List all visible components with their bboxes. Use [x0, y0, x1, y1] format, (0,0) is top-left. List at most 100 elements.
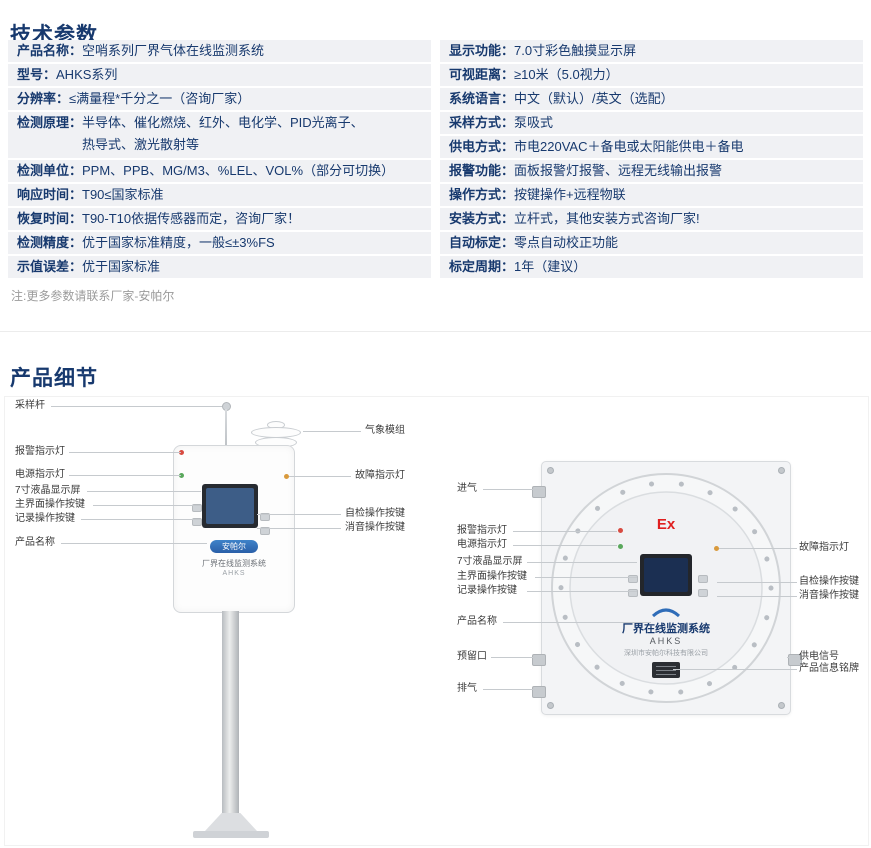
leader-line — [513, 545, 617, 546]
spec-value: 优于国家标准 — [82, 259, 161, 274]
callout-inlet: 进气 — [457, 483, 477, 494]
spec-table-left-column: 产品名称： 空哨系列厂界气体在线监测系统 型号： AHKS系列 分辨率： ≤满量… — [8, 40, 431, 280]
spec-label: 示值误差： — [17, 259, 83, 274]
spec-row-power-supply: 供电方式： 市电220VAC＋备电或太阳能供电＋备电 — [440, 136, 863, 158]
station-cabinet: 安帕尔 厂界在线监测系统 AHKS — [173, 445, 295, 613]
spec-row-detection-unit: 检测单位： PPM、PPB、MG/M3、%LEL、VOL%（部分可切换） — [8, 160, 431, 182]
callout-record-key: 记录操作按键 — [15, 513, 75, 524]
spec-value-line2: 热导式、激光散射等 — [82, 137, 200, 152]
callout-power-light: 电源指示灯 — [15, 469, 65, 480]
device-model: AHKS — [222, 570, 246, 577]
spec-row-recovery-time: 恢复时间： T90-T10依据传感器而定，咨询厂家！ — [8, 208, 431, 230]
callout-nameplate: 产品信息铭牌 — [799, 663, 859, 674]
corner-screw — [778, 702, 785, 709]
spec-label: 产品名称： — [17, 43, 83, 58]
leader-line — [717, 596, 797, 597]
spec-value: 1年（建议） — [514, 259, 587, 274]
ex-marking: Ex — [656, 516, 676, 533]
spec-value: T90≤国家标准 — [82, 187, 164, 202]
spec-row-auto-calibration: 自动标定： 零点自动校正功能 — [440, 232, 863, 254]
spec-label: 系统语言： — [449, 91, 515, 106]
leader-line — [787, 657, 797, 658]
brand-logo-text: 安帕尔 — [222, 542, 246, 551]
leader-line — [289, 476, 351, 477]
callout-lcd-screen: 7寸液晶显示屏 — [15, 485, 81, 496]
leader-line — [717, 582, 797, 583]
leader-line — [527, 562, 637, 563]
spec-value: 半导体、催化燃烧、红外、电化学、PID光离子、 热导式、激光散射等 — [82, 112, 364, 158]
spec-label: 操作方式： — [449, 187, 515, 202]
spec-row-sampling: 采样方式： 泵吸式 — [440, 112, 863, 134]
fault-indicator-light — [714, 546, 719, 551]
device-company: 深圳市安帕尔科技有限公司 — [624, 650, 708, 657]
spec-row-display: 显示功能： 7.0寸彩色触摸显示屏 — [440, 40, 863, 62]
leader-line — [257, 528, 341, 529]
callout-main-keys: 主界面操作按键 — [15, 499, 85, 510]
device-title: 厂界在线监测系统 — [622, 623, 710, 635]
record-key — [628, 589, 638, 597]
callout-weather-module: 气象模组 — [365, 425, 405, 436]
spec-label: 采样方式： — [449, 115, 515, 130]
spec-row-model: 型号： AHKS系列 — [8, 64, 431, 86]
spec-label: 检测精度： — [17, 235, 83, 250]
lcd-screen-display — [644, 558, 688, 592]
brand-swoosh-icon — [651, 608, 681, 618]
callout-outlet: 排气 — [457, 683, 477, 694]
leader-line — [483, 689, 535, 690]
record-key — [192, 518, 202, 526]
leader-line — [61, 543, 207, 544]
callout-mute-key: 消音操作按键 — [345, 522, 405, 533]
product-details-area: 安帕尔 厂界在线监测系统 AHKS 采样杆 报警指示灯 电源指示灯 7寸液晶显示… — [4, 396, 869, 846]
callout-fault-light: 故障指示灯 — [355, 470, 405, 481]
spec-label: 供电方式： — [449, 139, 515, 154]
spec-value: T90-T10依据传感器而定，咨询厂家！ — [82, 211, 301, 226]
spec-label: 显示功能： — [449, 43, 515, 58]
footnote: 注:更多参数请联系厂家-安帕尔 — [11, 289, 175, 303]
power-indicator-light — [179, 473, 184, 478]
lcd-screen-display — [206, 488, 254, 524]
spec-label: 可视距离： — [449, 67, 515, 82]
mute-key — [260, 527, 270, 535]
sampling-rod — [225, 409, 227, 445]
spec-label: 标定周期： — [449, 259, 515, 274]
main-interface-key — [192, 504, 202, 512]
spec-label: 检测原理： — [17, 115, 83, 130]
spec-label: 报警功能： — [449, 163, 515, 178]
leader-line — [69, 475, 181, 476]
callout-fault-light: 故障指示灯 — [799, 542, 849, 553]
spec-value-line1: 半导体、催化燃烧、红外、电化学、PID光离子、 — [82, 115, 364, 130]
section-divider — [0, 331, 871, 332]
leader-line — [51, 406, 222, 407]
lcd-screen — [640, 554, 692, 596]
spec-label: 响应时间： — [17, 187, 83, 202]
spec-row-alarm-function: 报警功能： 面板报警灯报警、远程无线输出报警 — [440, 160, 863, 182]
leader-line — [527, 591, 637, 592]
spec-row-resolution: 分辨率： ≤满量程*千分之一（咨询厂家） — [8, 88, 431, 110]
inlet-fitting — [532, 486, 546, 498]
leader-line — [503, 622, 651, 623]
corner-screw — [547, 467, 554, 474]
info-nameplate — [652, 662, 680, 678]
spec-label: 恢复时间： — [17, 211, 83, 226]
leader-line — [303, 431, 361, 432]
spec-value: ≤满量程*千分之一（咨询厂家） — [69, 91, 251, 106]
callout-mute-key: 消音操作按键 — [799, 590, 859, 601]
callout-product-name: 产品名称 — [15, 537, 55, 548]
spec-row-detection-principle: 检测原理： 半导体、催化燃烧、红外、电化学、PID光离子、 热导式、激光散射等 — [8, 112, 431, 158]
spec-row-view-distance: 可视距离： ≥10米（5.0视力） — [440, 64, 863, 86]
alarm-indicator-light — [179, 450, 184, 455]
leader-line — [673, 669, 797, 670]
spec-label: 检测单位： — [17, 163, 83, 178]
device-model: AHKS — [649, 636, 683, 646]
spec-label: 型号： — [17, 67, 57, 82]
device-title: 厂界在线监测系统 — [202, 559, 266, 568]
ex-box-panel: Ex 厂界在线监测系统 AHKS 深圳市安帕尔科技有限公司 — [532, 461, 802, 715]
spec-table: 产品名称： 空哨系列厂界气体在线监测系统 型号： AHKS系列 分辨率： ≤满量… — [8, 40, 863, 280]
corner-screw — [547, 702, 554, 709]
spec-value: 优于国家标准精度，一般≤±3%FS — [82, 235, 275, 250]
selfcheck-key — [260, 513, 270, 521]
spec-row-product-name: 产品名称： 空哨系列厂界气体在线监测系统 — [8, 40, 431, 62]
alarm-indicator-light — [618, 528, 623, 533]
power-indicator-light — [618, 544, 623, 549]
leader-line — [513, 531, 617, 532]
